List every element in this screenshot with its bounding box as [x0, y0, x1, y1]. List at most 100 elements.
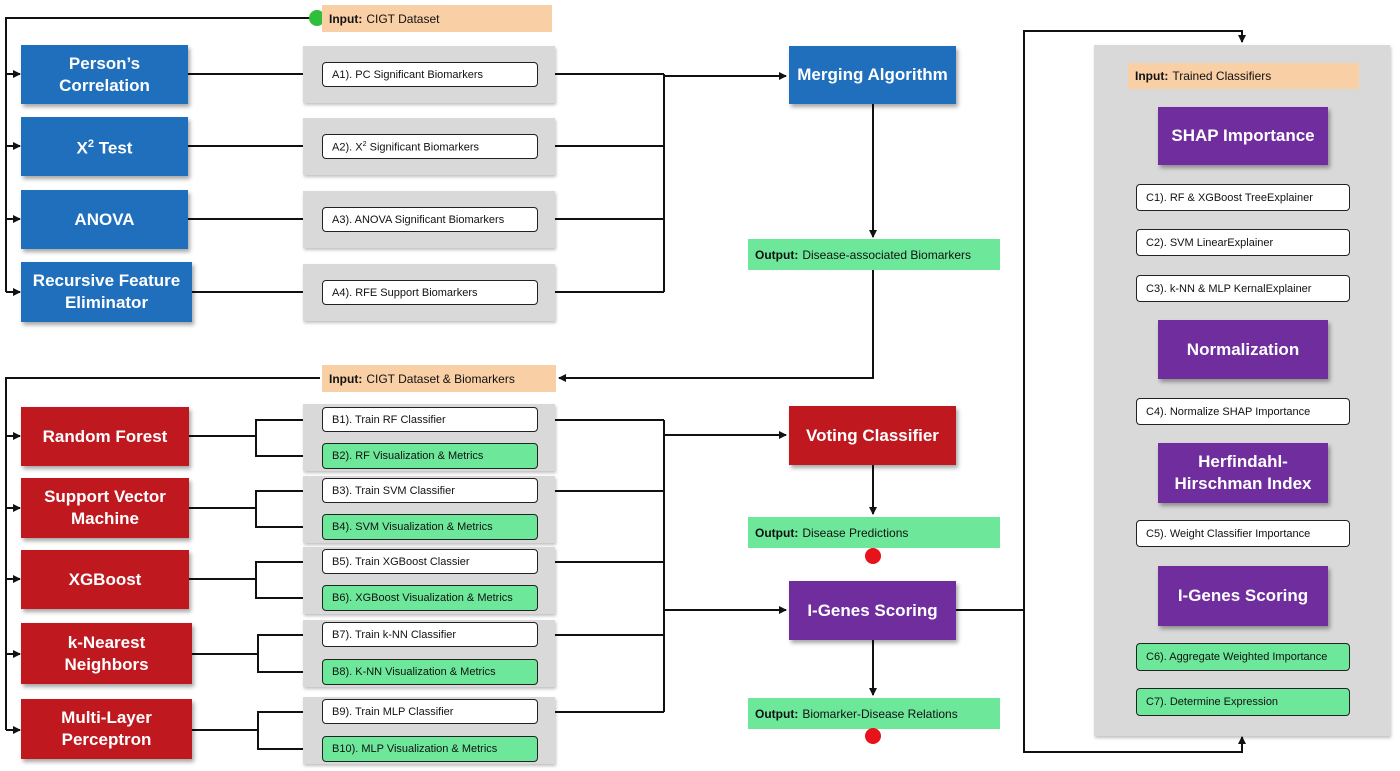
step-label: A4). RFE Support Biomarkers: [332, 286, 478, 299]
end-marker-predictions: [865, 548, 881, 564]
step-label: B2). RF Visualization & Metrics: [332, 450, 484, 462]
merging-algorithm: Merging Algorithm: [789, 46, 956, 104]
step-label: B4). SVM Visualization & Metrics: [332, 521, 493, 533]
igenes-label: I-Genes Scoring: [807, 600, 938, 620]
i-genes-scoring: I-Genes Scoring: [789, 581, 956, 640]
step-label: A2). X2 Significant Biomarkers: [332, 140, 479, 154]
method-anova: ANOVA: [21, 190, 188, 249]
output-text: Disease-associated Biomarkers: [802, 247, 972, 262]
input-cigt-dataset: Input:CIGT Dataset: [322, 5, 552, 32]
shap-importance: SHAP Importance: [1158, 107, 1328, 165]
step-a4: A4). RFE Support Biomarkers: [322, 280, 538, 305]
input-text: CIGT Dataset: [366, 11, 440, 26]
classifier-support-vector-machine: Support Vector Machine: [21, 478, 189, 538]
step-a1: A1). PC Significant Biomarkers: [322, 62, 538, 87]
step-b2: B2). RF Visualization & Metrics: [322, 443, 538, 469]
output-key: Output:: [755, 247, 799, 262]
voting-label: Voting Classifier: [806, 425, 939, 445]
step-a2-suffix: Significant Biomarkers: [366, 141, 480, 154]
method-pearson-correlation: Person’s Correlation: [21, 45, 188, 104]
voting-classifier: Voting Classifier: [789, 406, 956, 465]
igenes-panel-label: I-Genes Scoring: [1177, 586, 1309, 605]
step-label: C1). RF & XGBoost TreeExplainer: [1146, 191, 1313, 204]
step-a2: A2). X2 Significant Biomarkers: [322, 134, 538, 159]
input-trained-classifiers: Input:Trained Classifiers: [1128, 63, 1359, 89]
step-label: C2). SVM LinearExplainer: [1146, 236, 1274, 249]
step-c2: C2). SVM LinearExplainer: [1136, 229, 1350, 256]
method-recursive-feature-eliminator: Recursive Feature Eliminator: [21, 262, 192, 322]
step-a2-superscript: 2: [362, 139, 367, 148]
classifier-knn: k-Nearest Neighbors: [21, 623, 192, 684]
step-b9: B9). Train MLP Classifier: [322, 699, 538, 724]
step-c5: C5). Weight Classifier Importance: [1136, 520, 1350, 547]
output-key: Output:: [755, 706, 799, 721]
method-label: Recursive Feature Eliminator: [32, 271, 181, 312]
i-genes-scoring-panel: I-Genes Scoring: [1158, 566, 1328, 626]
input-key: Input:: [329, 11, 363, 26]
step-label: B8). K-NN Visualization & Metrics: [332, 666, 496, 678]
output-text: Disease Predictions: [802, 525, 909, 540]
step-label: C5). Weight Classifier Importance: [1146, 527, 1311, 540]
output-disease-biomarkers: Output:Disease-associated Biomarkers: [748, 239, 1000, 270]
chi-letter: X: [76, 138, 88, 158]
step-label: C6). Aggregate Weighted Importance: [1146, 651, 1328, 663]
step-c6: C6). Aggregate Weighted Importance: [1136, 643, 1350, 671]
classifier-random-forest: Random Forest: [21, 407, 189, 466]
step-b3: B3). Train SVM Classifier: [322, 478, 538, 503]
step-label: B5). Train XGBoost Classier: [332, 555, 470, 568]
output-text: Biomarker-Disease Relations: [802, 706, 958, 721]
step-label: B10). MLP Visualization & Metrics: [332, 743, 498, 755]
hhi-label: Herfindahl-Hirschman Index: [1174, 452, 1312, 493]
output-key: Output:: [755, 525, 799, 540]
step-b1: B1). Train RF Classifier: [322, 407, 538, 432]
merging-label: Merging Algorithm: [797, 65, 948, 84]
step-label: B6). XGBoost Visualization & Metrics: [332, 592, 513, 604]
step-b4: B4). SVM Visualization & Metrics: [322, 514, 538, 540]
method-label: ANOVA: [74, 209, 135, 229]
step-label: B3). Train SVM Classifier: [332, 484, 455, 497]
step-c1: C1). RF & XGBoost TreeExplainer: [1136, 184, 1350, 211]
input-key: Input:: [329, 371, 363, 386]
classifier-label: Random Forest: [42, 426, 168, 446]
classifier-mlp: Multi-Layer Perceptron: [21, 699, 192, 759]
step-b5: B5). Train XGBoost Classier: [322, 549, 538, 574]
classifier-xgboost: XGBoost: [21, 550, 189, 609]
step-a3: A3). ANOVA Significant Biomarkers: [322, 207, 538, 232]
step-label: C4). Normalize SHAP Importance: [1146, 405, 1311, 418]
shap-label: SHAP Importance: [1171, 126, 1315, 145]
normalization-label: Normalization: [1186, 339, 1300, 359]
classifier-label: Support Vector Machine: [44, 487, 166, 528]
input-key: Input:: [1135, 69, 1169, 83]
step-label: B1). Train RF Classifier: [332, 413, 446, 426]
classifier-label: k-Nearest Neighbors: [64, 632, 149, 674]
normalization: Normalization: [1158, 320, 1328, 379]
step-label: C3). k-NN & MLP KernalExplainer: [1146, 282, 1312, 295]
step-a2-prefix: A2). X: [332, 141, 363, 154]
classifier-label: XGBoost: [68, 569, 142, 589]
step-c4: C4). Normalize SHAP Importance: [1136, 398, 1350, 425]
method-label: X2 Test: [77, 133, 133, 160]
step-b7: B7). Train k-NN Classifier: [322, 622, 538, 647]
method-label: Person’s Correlation: [59, 53, 150, 95]
herfindahl-hirschman-index: Herfindahl-Hirschman Index: [1158, 443, 1328, 503]
input-text: Trained Classifiers: [1172, 69, 1272, 83]
step-label: A1). PC Significant Biomarkers: [332, 68, 483, 81]
method-chi-square-test: X2 Test: [21, 117, 188, 176]
chi-suffix: Test: [94, 138, 133, 158]
step-b8: B8). K-NN Visualization & Metrics: [322, 659, 538, 685]
classifier-label: Multi-Layer Perceptron: [61, 708, 152, 749]
step-label: C7). Determine Expression: [1146, 696, 1279, 708]
input-text: CIGT Dataset & Biomarkers: [366, 371, 515, 386]
step-b6: B6). XGBoost Visualization & Metrics: [322, 585, 538, 611]
end-marker-relations: [865, 728, 881, 744]
chi-superscript: 2: [87, 138, 95, 151]
step-label: A3). ANOVA Significant Biomarkers: [332, 213, 505, 226]
output-disease-predictions: Output:Disease Predictions: [748, 517, 1000, 548]
step-b10: B10). MLP Visualization & Metrics: [322, 736, 538, 762]
output-biomarker-disease-relations: Output:Biomarker-Disease Relations: [748, 698, 1000, 729]
start-marker: [309, 10, 325, 26]
step-label: B9). Train MLP Classifier: [332, 705, 454, 718]
step-c7: C7). Determine Expression: [1136, 688, 1350, 716]
